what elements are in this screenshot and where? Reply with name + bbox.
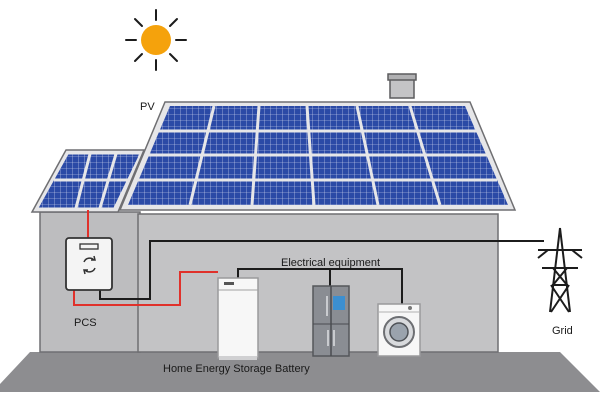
battery-icon xyxy=(217,277,259,360)
pcs-label: PCS xyxy=(74,317,97,329)
chimney xyxy=(387,73,417,99)
electrical-equipment-label: Electrical equipment xyxy=(281,257,381,269)
transmission-tower-icon xyxy=(537,227,583,313)
ground-shadow xyxy=(0,352,600,392)
refrigerator-icon xyxy=(312,285,350,357)
battery-label: Home Energy Storage Battery xyxy=(163,363,310,375)
ac-wiring xyxy=(99,240,544,306)
sun-icon xyxy=(125,9,187,71)
annex-roof-panels xyxy=(30,149,146,213)
main-roof-panels xyxy=(118,101,517,211)
inverter-icon xyxy=(65,237,113,291)
pv-label: PV xyxy=(140,101,155,113)
grid-label: Grid xyxy=(552,325,573,337)
dc-wiring xyxy=(73,210,218,306)
washing-machine-icon xyxy=(377,303,421,357)
